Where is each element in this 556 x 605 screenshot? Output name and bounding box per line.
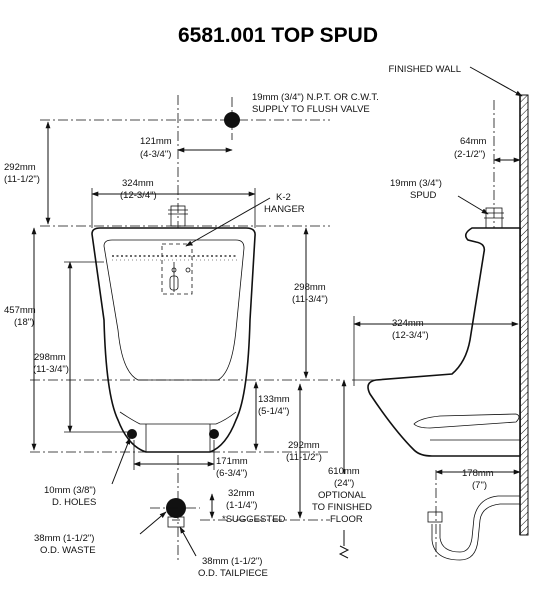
- mounting-hole-left: [127, 429, 137, 439]
- spud-label-line2: SPUD: [410, 190, 437, 201]
- dim-324a-mm: 324mm: [122, 178, 154, 189]
- dim-610-note1: OPTIONAL: [318, 490, 366, 501]
- supply-pipe-marker: [224, 112, 240, 128]
- dim-324a-in: (12-3/4"): [120, 190, 157, 201]
- dim-324b-mm: 324mm: [392, 318, 424, 329]
- holes-label-line1: 10mm (3/8"): [44, 485, 96, 496]
- finished-wall: [519, 94, 529, 536]
- urinal-front-body: [91, 227, 256, 453]
- hanger-slot: [161, 243, 193, 295]
- waste-label-line1: 38mm (1-1/2"): [34, 533, 94, 544]
- dim-610-mm: 610mm: [328, 466, 360, 477]
- dim-298a-in: (11-3/4"): [33, 364, 69, 375]
- dim-64-mm: 64mm: [460, 136, 486, 147]
- tailpiece: [167, 516, 185, 528]
- holes-label-line2: D. HOLES: [52, 497, 96, 508]
- dim-121-mm: 121mm: [140, 136, 172, 147]
- dim-121-in: (4-3/4"): [140, 149, 171, 160]
- finished-wall-label: FINISHED WALL: [389, 64, 462, 75]
- tailpiece-label-line1: 38mm (1-1/2"): [202, 556, 262, 567]
- dim-32-in: (1-1/4"): [226, 500, 257, 511]
- dim-610-note2: TO FINISHED: [312, 502, 372, 513]
- dim-133-mm: 133mm: [258, 394, 290, 405]
- waste-label-line2: O.D. WASTE: [40, 545, 96, 556]
- spud-label-line1: 19mm (3/4"): [390, 178, 442, 189]
- dim-171-in: (6-3/4"): [216, 468, 247, 479]
- dim-610-in: (24"): [334, 478, 354, 489]
- dim-457-mm: 457mm: [4, 305, 36, 316]
- flush-spreader: [112, 255, 238, 261]
- dim-298a-mm: 298mm: [34, 352, 66, 363]
- dim-298b-mm: 298mm: [294, 282, 326, 293]
- suggested-note: *SUGGESTED: [222, 514, 285, 525]
- dim-292b-in: (11-1/2"): [286, 452, 322, 463]
- dim-610-note3: FLOOR: [330, 514, 363, 525]
- hanger-label-line1: K-2: [276, 192, 291, 203]
- waste-trap: [431, 503, 520, 561]
- hanger-label-line2: HANGER: [264, 204, 305, 215]
- dim-292a-mm: 292mm: [4, 162, 36, 173]
- dim-324b-in: (12-3/4"): [392, 330, 429, 341]
- dim-32-mm: 32mm: [228, 488, 254, 499]
- dim-133-in: (5-1/4"): [258, 406, 289, 417]
- dim-292a-in: (11-1/2"): [4, 174, 40, 185]
- drawing-title: 6581.001 TOP SPUD: [178, 24, 378, 47]
- urinal-bowl-outline: [103, 239, 245, 381]
- break-symbol: [338, 545, 350, 559]
- supply-label-line2: SUPPLY TO FLUSH VALVE: [252, 104, 370, 115]
- dim-457-in: (18"): [14, 317, 34, 328]
- tailpiece-label-line2: O.D. TAILPIECE: [198, 568, 268, 579]
- dim-178-mm: 178mm: [462, 468, 494, 479]
- side-bowl-lip: [413, 413, 520, 429]
- front-spud: [170, 205, 186, 227]
- supply-label-line1: 19mm (3/4") N.P.T. OR C.W.T.: [252, 92, 379, 103]
- dim-178-in: (7"): [472, 480, 487, 491]
- urinal-side-body: [367, 227, 521, 457]
- dim-171-mm: 171mm: [216, 456, 248, 467]
- dim-298b-in: (11-3/4"): [292, 294, 328, 305]
- dim-292b-mm: 292mm: [288, 440, 320, 451]
- mounting-hole-right: [209, 429, 219, 439]
- side-tailpiece: [427, 511, 443, 523]
- dim-64-in: (2-1/2"): [454, 149, 485, 160]
